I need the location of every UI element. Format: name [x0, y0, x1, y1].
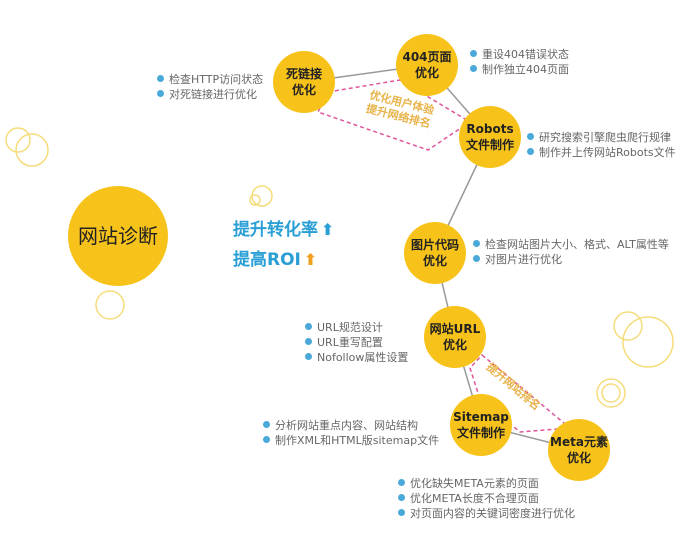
- node-title: 死链接: [285, 67, 322, 81]
- decorative-rings: [5, 127, 674, 408]
- kpi-conversion: 提升转化率⬆: [233, 215, 334, 240]
- node-circle: [450, 394, 512, 456]
- node-6: Meta元素优化: [548, 419, 610, 481]
- arrow-up-icon: ⬆: [303, 250, 318, 269]
- node-0: 死链接优化: [273, 51, 335, 113]
- center-label: 网站诊断: [78, 224, 158, 248]
- list-item: URL重写配置: [305, 335, 408, 350]
- node-title: Sitemap: [453, 410, 509, 424]
- node-circle: [273, 51, 335, 113]
- node-circle: [548, 419, 610, 481]
- list-item: 优化缺失META元素的页面: [398, 476, 575, 491]
- node-circle: [424, 306, 486, 368]
- list-item: 研究搜索引擎爬虫爬行规律: [527, 130, 676, 145]
- node-subtitle: 优化: [442, 338, 467, 352]
- node-detail-list: 分析网站重点内容、网站结构制作XML和HTML版sitemap文件: [263, 418, 439, 448]
- arrow-up-icon: ⬆: [321, 220, 335, 239]
- kpi-roi: 提高ROI⬆: [233, 245, 317, 270]
- node-circle: [404, 222, 466, 284]
- node-2: Robots 文件制作: [459, 106, 521, 168]
- list-item: 检查HTTP访问状态: [157, 72, 263, 87]
- list-item: 制作独立404页面: [470, 62, 569, 77]
- node-detail-list: 检查HTTP访问状态对死链接进行优化: [157, 72, 263, 102]
- node-circle: [459, 106, 521, 168]
- node-subtitle: 优化: [291, 83, 316, 97]
- node-title: 图片代码: [410, 238, 459, 252]
- kpi-label: 提高ROI: [233, 250, 301, 270]
- node-title: 404页面: [402, 50, 452, 64]
- list-item: 检查网站图片大小、格式、ALT属性等: [473, 237, 669, 252]
- node-1: 404页面优化: [396, 34, 458, 96]
- node-title: 网站URL: [429, 322, 481, 336]
- node-detail-list: 优化缺失META元素的页面优化META长度不合理页面对页面内容的关键词密度进行优…: [398, 476, 575, 521]
- node-5: Sitemap 文件制作: [450, 394, 512, 456]
- node-title: Meta元素: [550, 435, 608, 449]
- list-item: Nofollow属性设置: [305, 350, 408, 365]
- list-item: 重设404错误状态: [470, 47, 569, 62]
- node-subtitle: 文件制作: [465, 138, 514, 152]
- node-4: 网站URL 优化: [424, 306, 486, 368]
- node-subtitle: 优化: [414, 66, 439, 80]
- list-item: 制作并上传网站Robots文件: [527, 145, 676, 160]
- node-subtitle: 优化: [422, 254, 447, 268]
- node-subtitle: 优化: [566, 451, 591, 465]
- node-detail-list: 研究搜索引擎爬虫爬行规律制作并上传网站Robots文件: [527, 130, 676, 160]
- list-item: 对页面内容的关键词密度进行优化: [398, 506, 575, 521]
- node-detail-list: 检查网站图片大小、格式、ALT属性等对图片进行优化: [473, 237, 669, 267]
- center-circle: [68, 186, 168, 286]
- list-item: 对死链接进行优化: [157, 87, 263, 102]
- list-item: 制作XML和HTML版sitemap文件: [263, 433, 439, 448]
- node-3: 图片代码优化: [404, 222, 466, 284]
- center-node: 网站诊断: [68, 186, 168, 286]
- list-item: 分析网站重点内容、网站结构: [263, 418, 439, 433]
- node-detail-list: 重设404错误状态制作独立404页面: [470, 47, 569, 77]
- kpi-label: 提升转化率: [233, 220, 318, 240]
- list-item: URL规范设计: [305, 320, 408, 335]
- list-item: 对图片进行优化: [473, 252, 669, 267]
- node-subtitle: 文件制作: [456, 426, 505, 440]
- node-title: Robots: [466, 122, 514, 136]
- list-item: 优化META长度不合理页面: [398, 491, 575, 506]
- node-circle: [396, 34, 458, 96]
